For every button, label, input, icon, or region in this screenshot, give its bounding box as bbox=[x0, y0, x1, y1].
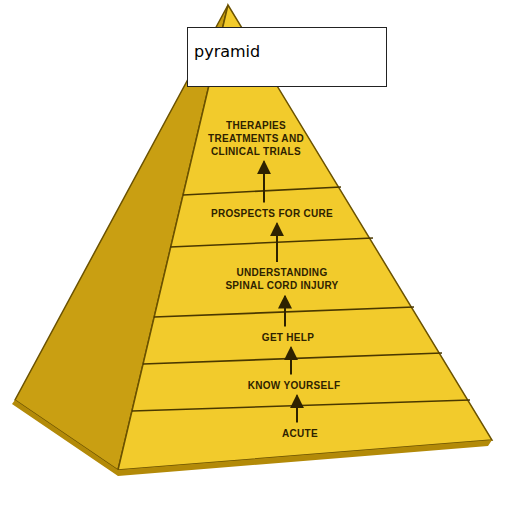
node-text: ACUTE bbox=[282, 427, 318, 440]
pyramid-band: UNDERSTANDING SPINAL CORD INJURY bbox=[220, 264, 344, 294]
pyramid-front-face bbox=[118, 5, 492, 470]
node-text: GET HELP bbox=[262, 331, 315, 344]
node-text: pyramid bbox=[194, 42, 380, 61]
node-text: UNDERSTANDING SPINAL CORD INJURY bbox=[223, 266, 341, 292]
up-arrow bbox=[276, 224, 278, 263]
node-text: THERAPIES TREATMENTS AND CLINICAL TRIALS bbox=[207, 119, 305, 158]
node-text: PROSPECTS FOR CURE bbox=[211, 207, 334, 220]
band-lines bbox=[132, 187, 470, 411]
pyramid-band: THERAPIES TREATMENTS AND CLINICAL TRIALS bbox=[204, 117, 308, 160]
node-text: KNOW YOURSELF bbox=[248, 379, 341, 392]
up-arrow bbox=[290, 348, 292, 375]
pyramid-band: PROSPECTS FOR CURE bbox=[208, 205, 337, 222]
pyramid-base-edge bbox=[12, 400, 492, 476]
pyramid-band: ACUTE bbox=[279, 425, 321, 442]
up-arrow bbox=[284, 296, 286, 327]
up-arrow bbox=[263, 162, 265, 203]
pyramid-band: GET HELP bbox=[259, 329, 318, 346]
pyramid-band: KNOW YOURSELF bbox=[245, 377, 344, 394]
title-box: pyramid bbox=[187, 27, 387, 87]
up-arrow bbox=[296, 396, 298, 423]
